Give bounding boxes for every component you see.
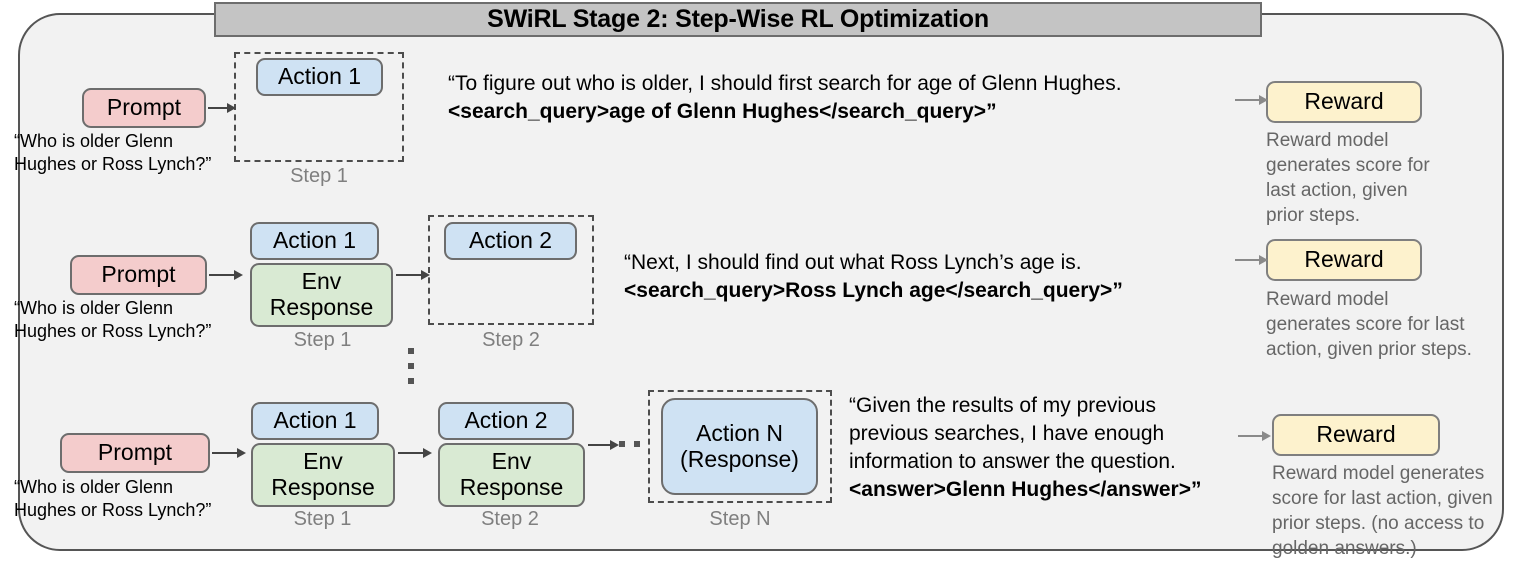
row2-reward-label: Reward — [1304, 246, 1384, 273]
row1-reward-label: Reward — [1304, 88, 1384, 115]
row1-action-1-node: Action 1 — [256, 58, 383, 96]
row3-env-response-2-node: Env Response — [438, 443, 585, 507]
row3-reward-desc-line-4: golden answers.) — [1272, 538, 1417, 560]
row3-action-1-node: Action 1 — [251, 402, 379, 440]
row1-thought-line-1: “To figure out who is older, I should fi… — [448, 72, 1122, 95]
row3-action-2-node: Action 2 — [438, 402, 574, 440]
row1-arrow-prompt-to-step1 — [208, 99, 236, 117]
figure-title-banner: SWiRL Stage 2: Step-Wise RL Optimization — [214, 2, 1262, 37]
row1-reward-desc-line-3: last action, given — [1266, 180, 1408, 202]
row2-reward-description: Reward model generates score for last ac… — [1266, 287, 1506, 362]
row1-prompt-caption: “Who is older Glenn Hughes or Ross Lynch… — [14, 130, 244, 175]
row1-prompt-caption-line-2: Hughes or Ross Lynch?” — [14, 153, 212, 174]
row3-env-response-1-node: Env Response — [251, 443, 395, 507]
row3-thought-text: “Given the results of my previous previo… — [849, 392, 1249, 504]
row3-reward-desc-line-2: score for last action, given — [1272, 488, 1493, 510]
row1-thought-text: “To figure out who is older, I should fi… — [448, 70, 1218, 126]
row2-step1-label: Step 1 — [293, 329, 352, 351]
row2-action-2-node: Action 2 — [444, 222, 577, 260]
row3-prompt-caption-line-2: Hughes or Ross Lynch?” — [14, 499, 212, 520]
row3-thought-line-1: “Given the results of my previous — [849, 394, 1156, 417]
row2-prompt-node: Prompt — [70, 255, 207, 295]
row3-prompt-caption: “Who is older Glenn Hughes or Ross Lynch… — [14, 476, 249, 521]
row3-stepn-label: Step N — [709, 508, 771, 530]
row2-prompt-caption-line-2: Hughes or Ross Lynch?” — [14, 320, 212, 341]
row3-env2-label-line-2: Response — [459, 474, 564, 500]
row2-step2-label: Step 2 — [482, 329, 540, 351]
row3-prompt-caption-line-1: “Who is older Glenn — [14, 477, 174, 497]
row3-reward-desc-line-1: Reward model generates — [1272, 463, 1485, 484]
vertical-ellipsis-dot-1 — [408, 348, 414, 354]
row3-ellipsis-dot-1 — [619, 441, 625, 447]
row1-prompt-node: Prompt — [82, 88, 206, 128]
row2-prompt-caption-line-1: “Who is older Glenn — [14, 298, 174, 318]
row1-step1-label: Step 1 — [290, 165, 348, 187]
row1-thought-line-2: <search_query>age of Glenn Hughes</searc… — [448, 99, 997, 123]
row3-action-n-label-line-2: (Response) — [680, 445, 799, 472]
row2-action-1-node: Action 1 — [250, 222, 379, 260]
row3-stepn-group — [648, 390, 832, 503]
row2-thought-line-2: <search_query>Ross Lynch age</search_que… — [624, 278, 1123, 302]
row3-env2-label-line-1: Env — [491, 448, 532, 475]
row2-env-label-line-1: Env — [301, 268, 342, 295]
row3-reward-node: Reward — [1272, 414, 1440, 456]
row1-reward-node: Reward — [1266, 81, 1422, 123]
row3-env1-label-line-1: Env — [303, 448, 343, 475]
row2-reward-desc-line-1: Reward model — [1266, 289, 1389, 310]
row2-arrow-step1-to-step2 — [396, 266, 430, 284]
row3-thought-line-3: information to answer the question. — [849, 449, 1176, 473]
row3-step1-label: Step 1 — [293, 508, 352, 530]
row2-arrow-prompt-to-step1 — [209, 266, 243, 284]
row3-prompt-node: Prompt — [60, 433, 210, 473]
row3-reward-description: Reward model generates score for last ac… — [1272, 461, 1512, 561]
row3-env1-label-line-2: Response — [271, 474, 375, 500]
row1-prompt-caption-line-1: “Who is older Glenn — [14, 131, 174, 151]
row3-reward-label: Reward — [1316, 421, 1396, 448]
row3-thought-line-4: <answer>Glenn Hughes</answer>” — [849, 477, 1202, 501]
row2-arrow-to-reward — [1235, 252, 1269, 268]
row2-action-2-label: Action 2 — [468, 227, 553, 254]
row3-arrow-to-reward — [1238, 428, 1272, 444]
row2-thought-text: “Next, I should find out what Ross Lynch… — [624, 249, 1224, 305]
row2-prompt-label: Prompt — [101, 261, 176, 288]
row1-reward-desc-line-4: prior steps. — [1266, 205, 1360, 227]
row2-env-label-line-2: Response — [269, 294, 374, 320]
row2-thought-line-1: “Next, I should find out what Ross Lynch… — [624, 251, 1082, 274]
figure-title: SWiRL Stage 2: Step-Wise RL Optimization — [487, 5, 989, 33]
row1-arrow-to-reward — [1235, 92, 1269, 108]
row3-action-n-node: Action N (Response) — [661, 398, 818, 495]
row1-action-1-label: Action 1 — [277, 63, 362, 90]
vertical-ellipsis-dot-2 — [408, 363, 414, 369]
row3-arrow-prompt-to-step1 — [212, 444, 246, 462]
row3-action-n-label-line-1: Action N — [696, 419, 783, 446]
vertical-ellipsis-dot-3 — [408, 378, 414, 384]
row3-ellipsis-dot-2 — [634, 441, 640, 447]
row2-reward-node: Reward — [1266, 239, 1422, 281]
row3-arrow-step1-to-step2 — [398, 444, 432, 462]
row3-prompt-label: Prompt — [97, 439, 173, 466]
row3-arrow-step2-to-stepn — [588, 437, 622, 453]
row2-prompt-caption: “Who is older Glenn Hughes or Ross Lynch… — [14, 297, 249, 342]
row2-action-1-label: Action 1 — [272, 227, 357, 254]
row2-env-response-node: Env Response — [250, 263, 393, 327]
row1-prompt-label: Prompt — [106, 94, 182, 121]
row3-thought-line-2: previous searches, I have enough — [849, 421, 1165, 445]
row3-reward-desc-line-3: prior steps. (no access to — [1272, 513, 1485, 535]
row1-reward-desc-line-1: Reward model — [1266, 130, 1389, 151]
row3-step2-label: Step 2 — [481, 508, 539, 530]
row1-reward-description: Reward model generates score for last ac… — [1266, 128, 1476, 228]
row2-reward-desc-line-2: generates score for last — [1266, 314, 1465, 336]
row3-action-2-label: Action 2 — [464, 407, 548, 434]
row3-action-1-label: Action 1 — [273, 407, 357, 434]
row1-reward-desc-line-2: generates score for — [1266, 155, 1430, 177]
row2-reward-desc-line-3: action, given prior steps. — [1266, 339, 1472, 361]
